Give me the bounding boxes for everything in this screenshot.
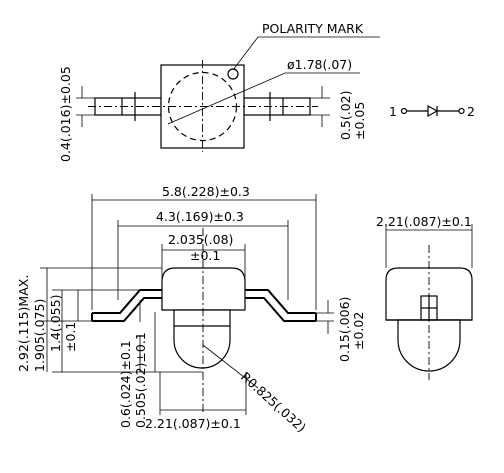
front-lens [173, 309, 231, 369]
polarity-mark-label: POLARITY MARK [262, 21, 364, 36]
lead-thickness-label-a: 0.15(.006) [337, 297, 352, 362]
dim-0505-label: 0.505(.02)±0.1 [133, 332, 148, 428]
height-1905-label: 1.905(.075) [32, 299, 47, 372]
inner-width-label: 4.3(.169)±0.3 [156, 209, 244, 224]
overall-width-label: 5.8(.228)±0.3 [162, 184, 250, 199]
dim-06-label: 0.6(.024)±0.1 [118, 340, 133, 428]
polarity-notch [227, 68, 239, 80]
top-right-dim-label-b: ±0.05 [352, 102, 367, 140]
height-14-label-a: 1.4(.055) [48, 295, 63, 352]
diameter-label: ø1.78(.07) [287, 57, 352, 72]
side-view [385, 224, 473, 380]
top-right-dim-label-a: 0.5(.02) [338, 90, 353, 140]
body-width-label-a: 2.035(.08) [168, 232, 233, 247]
top-view [76, 36, 380, 152]
top-left-dim-label: 0.4(.016)±0.05 [58, 66, 73, 162]
diode-symbol [400, 104, 465, 118]
pin1-label: 1 [389, 104, 397, 119]
side-width-label: 2.21(.087)±0.1 [376, 214, 472, 229]
lead-thickness-label-b: ±0.02 [351, 312, 366, 350]
height-14-label-b: ±0.1 [63, 322, 78, 352]
pin2-label: 2 [467, 104, 475, 119]
radius-label: R0.825(.032) [238, 369, 309, 435]
front-body [161, 267, 246, 311]
front-view [40, 194, 334, 415]
body-width-label-b: ±0.1 [190, 248, 220, 263]
lens-width-label: 2.21(.087)±0.1 [145, 416, 241, 431]
max-height-label: 2.92(.115)MAX. [16, 275, 31, 372]
